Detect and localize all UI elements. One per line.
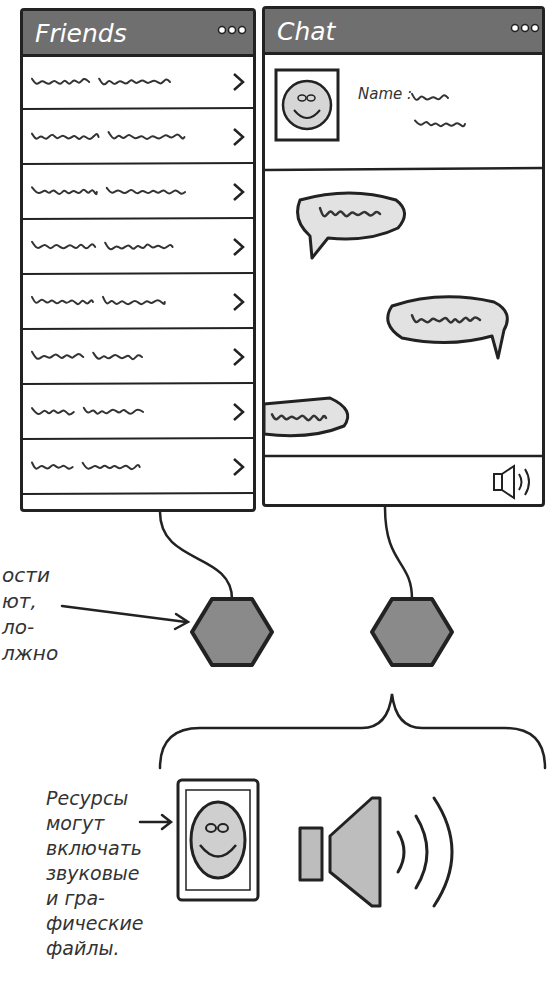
activity-hexagon [372, 599, 452, 665]
avatar-icon [276, 70, 338, 140]
image-icon [178, 780, 258, 900]
link-line [160, 512, 232, 599]
note-text: ости ют, ло- лжно [2, 562, 54, 666]
list-divider [22, 163, 254, 164]
scribble-text [32, 352, 83, 359]
message-bubble [298, 193, 405, 258]
scribble-text [32, 408, 74, 414]
scribble-text [32, 297, 93, 304]
scribble-text [412, 94, 448, 100]
scribble-text [83, 463, 140, 469]
list-chevron [234, 459, 243, 475]
list-chevron [234, 404, 243, 420]
resource-bracket [160, 694, 545, 768]
scribble-text [109, 132, 185, 139]
list-divider [22, 328, 254, 329]
message-bubble [388, 297, 508, 358]
field-label: Name : [358, 84, 418, 104]
scribble-text [412, 315, 480, 322]
list-chevron [234, 74, 243, 90]
activity-hexagon [192, 599, 272, 665]
sound-icon [300, 798, 452, 906]
scribble-text [32, 79, 89, 84]
list-chevron [234, 184, 243, 200]
scribble-text [415, 120, 465, 126]
list-divider [22, 273, 254, 274]
screen-box: Chat [262, 6, 545, 507]
screen-title: Friends [23, 11, 253, 57]
scribble-text [93, 353, 142, 360]
scribble-text [105, 243, 172, 250]
screen-box: Friends [20, 8, 256, 512]
speaker-button [494, 466, 529, 498]
list-chevron [234, 129, 243, 145]
screen-title: Chat [265, 9, 542, 55]
scribble-text [32, 242, 95, 249]
list-chevron [234, 239, 243, 255]
chat-divider [264, 168, 543, 456]
scribble-text [320, 208, 380, 216]
list-divider [22, 218, 254, 219]
scribble-text [32, 187, 97, 194]
scribble-text [32, 462, 73, 468]
callout-arrow [175, 614, 188, 629]
scribble-text [99, 79, 170, 85]
list-divider [22, 493, 254, 494]
scribble-text [272, 414, 326, 420]
list-chevron [234, 349, 243, 365]
scribble-text [84, 408, 143, 414]
message-bubble [264, 398, 348, 436]
note-text: Ресурсы могут включать звуковые и гра- ф… [46, 786, 154, 961]
list-chevron [234, 294, 243, 310]
link-line [385, 507, 412, 599]
callout-arrow [62, 606, 186, 622]
callout-arrow [140, 815, 171, 829]
list-divider [22, 383, 254, 384]
scribble-text [107, 188, 185, 194]
list-divider [22, 108, 254, 109]
scribble-text [32, 134, 99, 139]
list-divider [22, 438, 254, 439]
scribble-text [103, 297, 165, 304]
